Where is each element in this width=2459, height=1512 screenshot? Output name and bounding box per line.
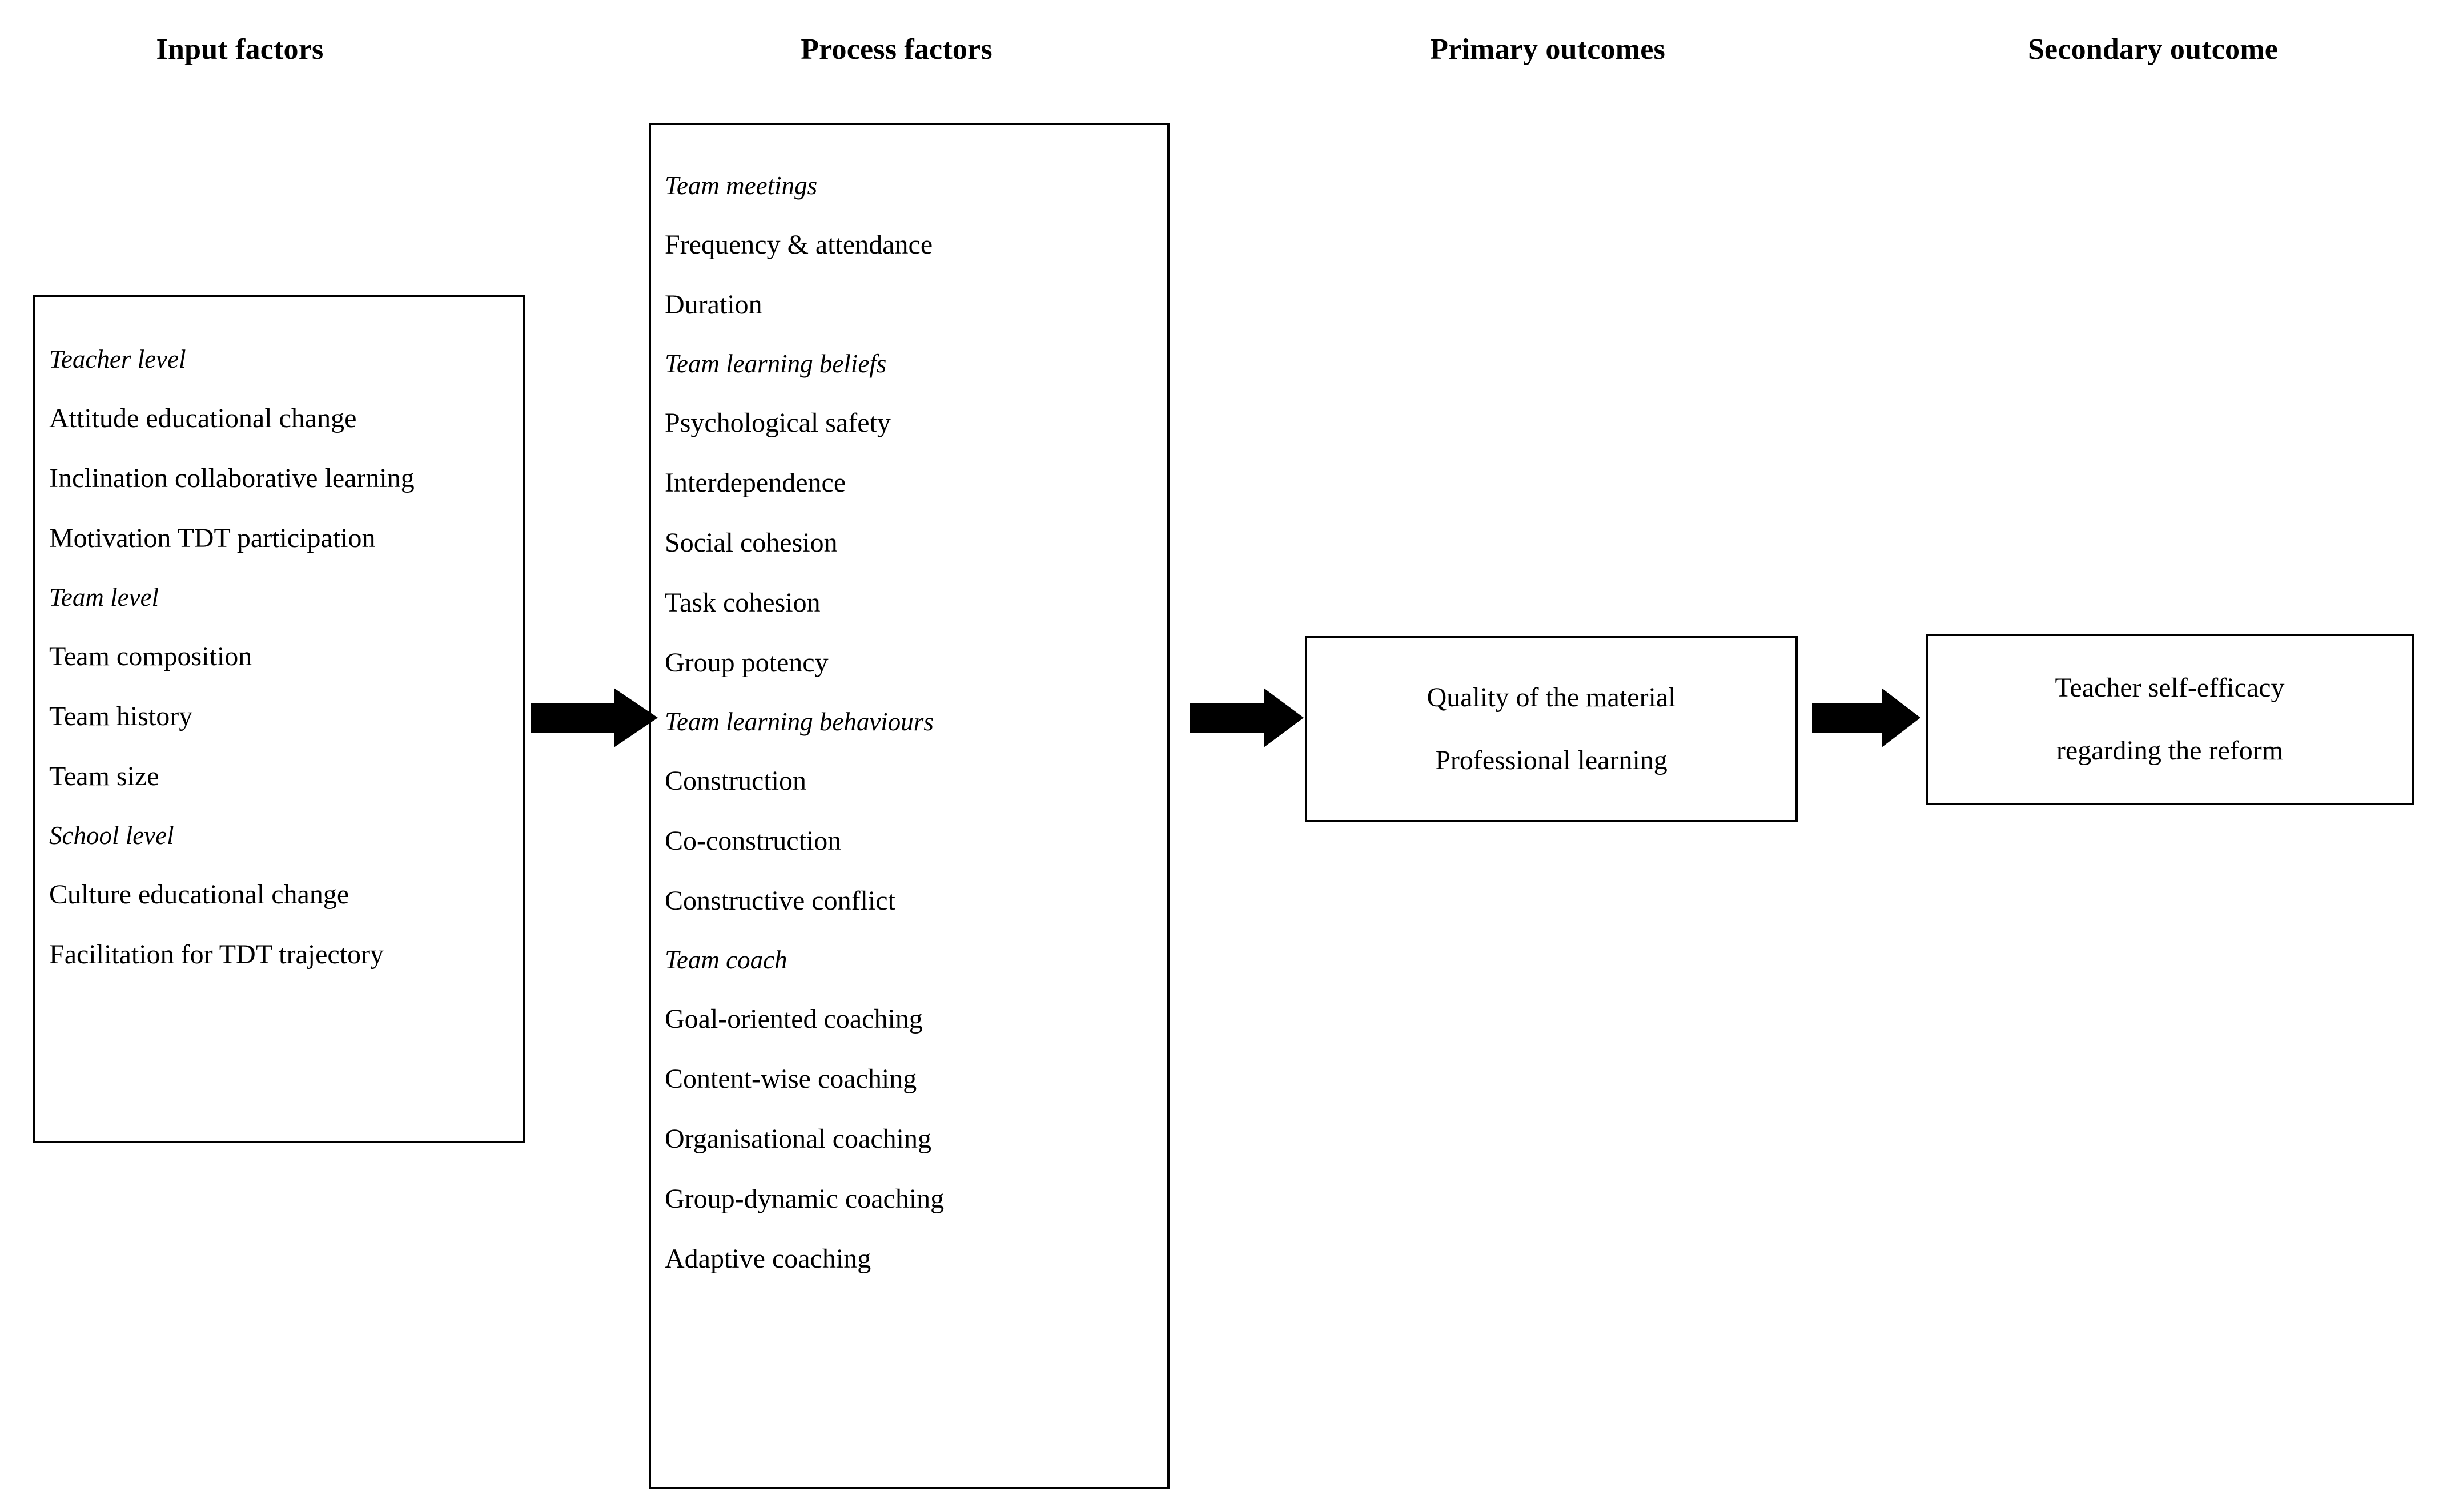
arrow-right-icon-input-to-process bbox=[531, 688, 658, 747]
process-group-team-learning-behaviours: Team learning behaviours Construction Co… bbox=[665, 709, 1159, 915]
primary-outcomes-list: Quality of the material Professional lea… bbox=[1307, 638, 1795, 820]
input-factors-box: Teacher level Attitude educational chang… bbox=[33, 295, 525, 1143]
arrow-right-icon-process-to-primary bbox=[1190, 688, 1304, 747]
group-item: Frequency & attendance bbox=[665, 230, 933, 260]
group-heading: Team level bbox=[49, 583, 159, 612]
process-group-team-coach: Team coach Goal-oriented coaching Conten… bbox=[665, 947, 1159, 1273]
group-item: Constructive conflict bbox=[665, 886, 895, 916]
group-item: Psychological safety bbox=[665, 408, 891, 438]
secondary-outcome-list: Teacher self-efficacy regarding the refo… bbox=[1928, 636, 2412, 803]
group-item: Group-dynamic coaching bbox=[665, 1184, 945, 1214]
group-item: Facilitation for TDT trajectory bbox=[49, 939, 384, 970]
group-item: Inclination collaborative learning bbox=[49, 463, 415, 493]
process-group-team-meetings: Team meetings Frequency & attendance Dur… bbox=[665, 173, 1159, 319]
group-item: Task cohesion bbox=[665, 588, 821, 618]
group-heading: Team meetings bbox=[665, 171, 818, 200]
group-item: Group potency bbox=[665, 648, 829, 678]
column-header-input-factors: Input factors bbox=[156, 33, 324, 66]
group-item: Co-construction bbox=[665, 826, 842, 856]
group-item: Team composition bbox=[49, 641, 252, 671]
group-item: Construction bbox=[665, 766, 806, 796]
outcome-line: regarding the reform bbox=[2056, 735, 2284, 766]
group-item: Organisational coaching bbox=[665, 1124, 931, 1154]
primary-outcomes-box: Quality of the material Professional lea… bbox=[1305, 636, 1798, 822]
group-heading: Teacher level bbox=[49, 345, 186, 373]
outcome-line: Quality of the material bbox=[1427, 682, 1676, 713]
group-item: Attitude educational change bbox=[49, 403, 357, 433]
input-group-team-level: Team level Team composition Team history… bbox=[49, 585, 515, 790]
group-item: Motivation TDT participation bbox=[49, 523, 376, 553]
input-group-teacher-level: Teacher level Attitude educational chang… bbox=[49, 347, 515, 552]
group-heading: Team learning beliefs bbox=[665, 349, 887, 378]
process-group-team-learning-beliefs: Team learning beliefs Psychological safe… bbox=[665, 351, 1159, 677]
group-item: Content-wise coaching bbox=[665, 1064, 917, 1094]
group-item: Adaptive coaching bbox=[665, 1244, 871, 1274]
group-item: Social cohesion bbox=[665, 528, 838, 558]
column-header-primary-outcomes: Primary outcomes bbox=[1430, 33, 1665, 66]
secondary-outcome-box: Teacher self-efficacy regarding the refo… bbox=[1926, 634, 2414, 805]
outcome-line: Professional learning bbox=[1435, 745, 1668, 775]
group-heading: Team coach bbox=[665, 946, 787, 974]
input-factors-list: Teacher level Attitude educational chang… bbox=[35, 297, 523, 1141]
outcome-line: Teacher self-efficacy bbox=[2055, 673, 2285, 703]
column-header-process-factors: Process factors bbox=[801, 33, 993, 66]
group-item: Goal-oriented coaching bbox=[665, 1004, 923, 1034]
arrow-right-icon-primary-to-secondary bbox=[1812, 688, 1920, 747]
input-group-school-level: School level Culture educational change … bbox=[49, 823, 515, 968]
group-item: Team size bbox=[49, 761, 159, 791]
group-heading: School level bbox=[49, 821, 174, 850]
group-item: Team history bbox=[49, 701, 193, 731]
group-heading: Team learning behaviours bbox=[665, 707, 934, 736]
process-factors-list: Team meetings Frequency & attendance Dur… bbox=[651, 125, 1167, 1487]
group-item: Culture educational change bbox=[49, 879, 349, 910]
group-item: Interdependence bbox=[665, 468, 846, 498]
column-header-secondary-outcome: Secondary outcome bbox=[2027, 33, 2279, 66]
process-factors-box: Team meetings Frequency & attendance Dur… bbox=[649, 123, 1170, 1489]
group-item: Duration bbox=[665, 289, 762, 320]
